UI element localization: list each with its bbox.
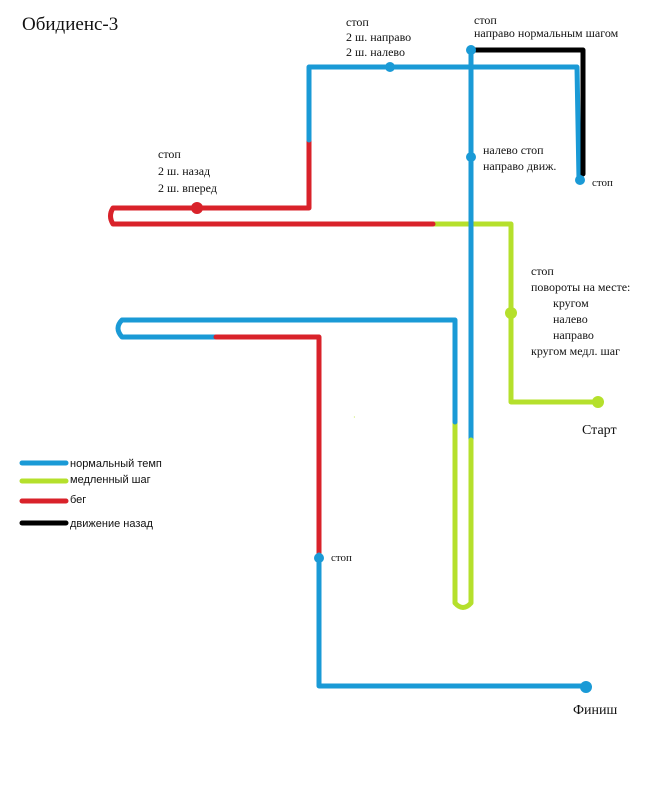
note-turns-2: повороты на месте:	[531, 280, 630, 294]
note-bottom-stop: стоп	[331, 552, 352, 564]
start-dot	[592, 396, 604, 408]
note-turns-4: налево	[553, 312, 588, 326]
note-top-mid-1: стоп	[346, 15, 369, 29]
note-mid-right-2: направо движ.	[483, 159, 556, 173]
finish-label: Финиш	[573, 703, 618, 718]
route-run-lower	[213, 334, 322, 558]
note-mid-right-1: налево стоп	[483, 143, 544, 157]
finish-dot	[580, 681, 592, 693]
station-dot	[466, 45, 476, 55]
route-slow-loop	[452, 419, 474, 610]
route-normal-lower	[115, 317, 458, 425]
route-normal-finish	[316, 552, 589, 689]
station-dot	[575, 175, 585, 185]
station-dot	[191, 202, 203, 214]
route-normal-top	[306, 64, 582, 183]
note-black-end: стоп	[592, 177, 613, 189]
stray-mark: ·	[353, 413, 356, 422]
route-run-upper	[108, 137, 436, 227]
station-dot	[505, 307, 517, 319]
legend-label-run: бег	[70, 494, 86, 506]
note-mid-left-2: 2 ш. назад	[158, 164, 210, 178]
station-dot	[314, 553, 324, 563]
legend: нормальный темп медленный шаг бег движен…	[19, 458, 162, 530]
note-turns-1: стоп	[531, 264, 554, 278]
note-mid-left-3: 2 ш. вперед	[158, 181, 217, 195]
legend-label-back: движение назад	[70, 518, 154, 530]
note-top-right-2: направо нормальным шагом	[474, 26, 619, 40]
start-label: Старт	[582, 423, 617, 438]
note-mid-left-1: стоп	[158, 147, 181, 161]
diagram-title: Обидиенс-3	[22, 14, 118, 35]
station-dot	[385, 62, 395, 72]
route-backward	[468, 47, 586, 177]
note-turns-3: кругом	[553, 296, 589, 310]
station-dot	[466, 152, 476, 162]
note-top-mid-3: 2 ш. налево	[346, 45, 405, 59]
legend-label-slow: медленный шаг	[70, 474, 151, 486]
legend-label-normal: нормальный темп	[70, 458, 162, 470]
note-turns-5: направо	[553, 328, 594, 342]
note-top-right-1: стоп	[474, 13, 497, 27]
note-turns-6: кругом медл. шаг	[531, 344, 620, 358]
note-top-mid-2: 2 ш. направо	[346, 30, 411, 44]
